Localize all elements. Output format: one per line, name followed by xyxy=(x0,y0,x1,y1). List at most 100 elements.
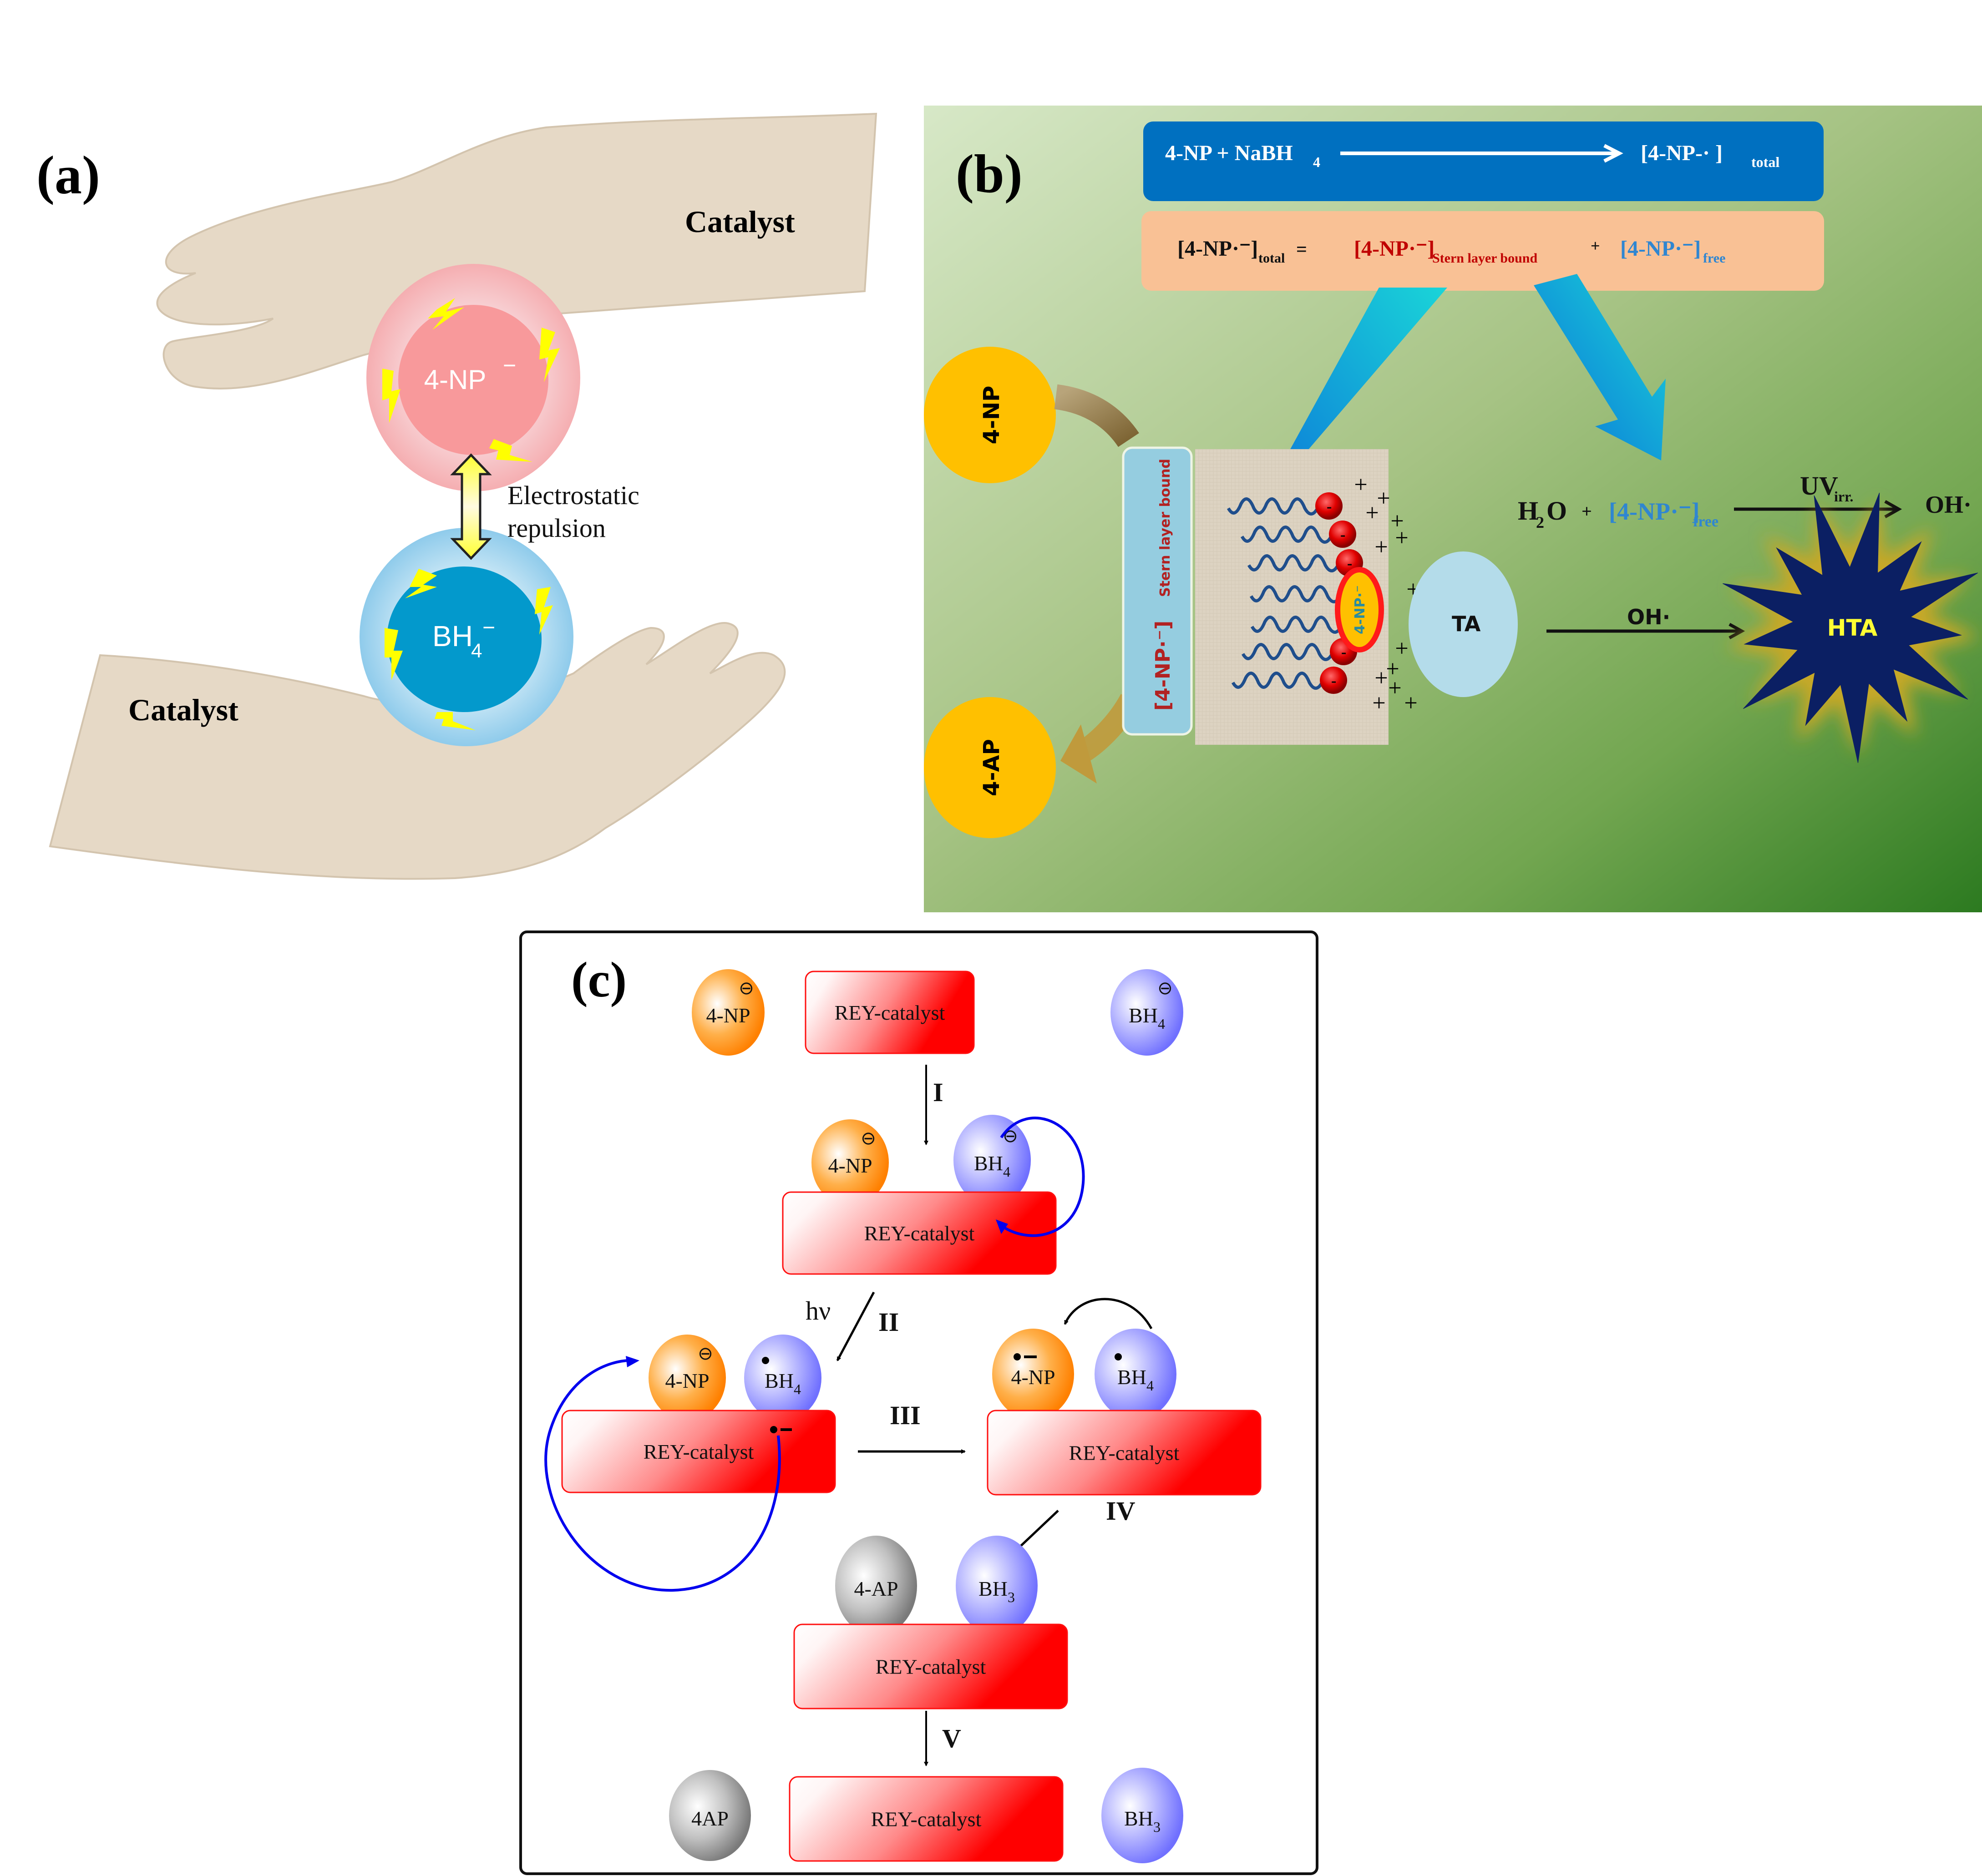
svg-text:Stern layer bound: Stern layer bound xyxy=(1432,251,1537,266)
surfactant-head xyxy=(1320,667,1347,694)
negative-charge: - xyxy=(1331,673,1336,689)
negative-charge: - xyxy=(1340,526,1345,543)
panel-a: (a) Catalyst Catalyst 4-NP − BH 4 − Elec… xyxy=(36,112,877,880)
lightning-icon xyxy=(385,628,403,680)
bound-anion-ellipse: 4-NP·⁻ xyxy=(1335,567,1384,652)
surfactant-tail xyxy=(1231,672,1324,690)
svg-text:=: = xyxy=(1296,239,1307,260)
stern-layer-box xyxy=(1122,446,1193,736)
negative-charge-icon: ⊖ xyxy=(698,1343,713,1364)
blue-arrowhead xyxy=(626,1356,639,1367)
positive-charge: + xyxy=(1404,690,1417,716)
svg-text:4-NP: 4-NP xyxy=(1011,1365,1055,1389)
free-term-reaction2: [4-NP·⁻] xyxy=(1609,498,1699,525)
lightning-icon xyxy=(539,328,560,382)
catalyst-label: REY-catalyst xyxy=(835,1001,945,1024)
positive-charge: + xyxy=(1374,534,1388,560)
reaction1-arrow xyxy=(1340,144,1623,163)
ball-4np-adsorbed: 4-NP⊖ xyxy=(811,1119,889,1206)
ball-bh3-adsorbed: BH3 xyxy=(956,1536,1038,1636)
catalyst-label-top: Catalyst xyxy=(685,204,795,239)
surfactant-tail xyxy=(1250,616,1343,634)
stern-label-sub: Stern layer bound xyxy=(1157,459,1173,597)
svg-text:4-AP: 4-AP xyxy=(854,1577,898,1600)
svg-text:4: 4 xyxy=(1313,154,1320,170)
positive-charge: + xyxy=(1374,665,1388,691)
svg-text:4: 4 xyxy=(471,640,482,662)
equation-box-peach xyxy=(1141,211,1824,291)
negative-charge: - xyxy=(1347,555,1352,572)
positive-charge: + xyxy=(1354,472,1367,498)
positive-charge: + xyxy=(1390,508,1404,534)
panel-c-frame xyxy=(519,930,1318,1875)
reaction-box-blue xyxy=(1143,121,1824,201)
step-I-label: I xyxy=(933,1077,943,1107)
arc-4np-to-stern xyxy=(1054,384,1139,447)
svg-text:[4-NP·⁻]: [4-NP·⁻] xyxy=(1177,237,1258,261)
step-II-label: II xyxy=(878,1307,899,1337)
svg-text:4AP: 4AP xyxy=(691,1807,729,1830)
negative-charge: - xyxy=(1327,498,1332,515)
negative-charge-icon: ⊖ xyxy=(861,1128,876,1148)
upper-hand xyxy=(156,112,877,389)
negative-charge: - xyxy=(1341,644,1346,661)
ball-bh3-released: BH3 xyxy=(1101,1768,1183,1863)
reaction1-product: [4-NP-· ] xyxy=(1641,141,1723,165)
surfactant-tail xyxy=(1240,526,1333,544)
lightning-icon xyxy=(435,712,476,730)
svg-text:TA: TA xyxy=(1452,612,1481,636)
svg-text:−: − xyxy=(482,616,495,640)
catalyst-label-bottom: Catalyst xyxy=(128,693,238,727)
positive-charge: + xyxy=(1388,675,1401,701)
radical-dot-icon xyxy=(1115,1353,1122,1360)
blue-arrowhead xyxy=(996,1219,1008,1234)
svg-text:4-NP: 4-NP xyxy=(665,1369,709,1392)
catalyst-label: REY-catalyst xyxy=(1069,1441,1180,1465)
rey-catalyst-step1: REY-catalyst xyxy=(782,1191,1057,1275)
ball-bh4: BH4⊖ xyxy=(1110,969,1183,1056)
lightning-icons xyxy=(382,298,560,730)
panel-c-label: (c) xyxy=(571,952,627,1007)
ball-4np: 4-NP⊖ xyxy=(692,969,765,1056)
free-term: [4-NP·⁻] xyxy=(1620,237,1701,261)
4np-anion-label: 4-NP xyxy=(424,364,487,395)
positive-charge: + xyxy=(1386,656,1399,682)
surfactant-head xyxy=(1329,521,1356,548)
catalyst-label: REY-catalyst xyxy=(644,1440,754,1463)
negative-charge-icon: ⊖ xyxy=(1003,1126,1018,1146)
positive-charge: + xyxy=(1372,690,1385,716)
ball-4ap-adsorbed: 4-AP xyxy=(835,1536,917,1636)
arc-arrowhead xyxy=(1060,724,1097,784)
step-II-arrow xyxy=(836,1291,875,1361)
electron-transfer-arrow xyxy=(998,1117,1085,1237)
rey-catalyst-step2: REY-catalyst xyxy=(561,1410,836,1493)
step-V-label: V xyxy=(942,1724,961,1753)
positive-charge: + xyxy=(1395,525,1408,551)
svg-text:free: free xyxy=(1693,513,1718,530)
svg-text:O: O xyxy=(1546,496,1567,526)
lightning-icon xyxy=(405,569,437,598)
svg-text:OH·: OH· xyxy=(1627,605,1670,629)
positive-charge: + xyxy=(1377,485,1390,511)
reaction1-reactants: 4-NP + NaBH xyxy=(1165,141,1293,165)
lightning-icon xyxy=(428,298,464,330)
surfactant-tail xyxy=(1241,643,1334,661)
panel-b: (b) 4-NP + NaBH 4 [4-NP-· ] total [4-NP·… xyxy=(924,106,1982,912)
ball-4np-step2: 4-NP ⊖ xyxy=(649,1335,726,1421)
lightning-icon xyxy=(535,587,553,635)
panel-b-label: (b) xyxy=(956,143,1023,204)
svg-text:irr.: irr. xyxy=(1834,488,1853,505)
positive-charge: + xyxy=(1365,500,1379,526)
svg-text:total: total xyxy=(1258,251,1285,266)
negative-charge-icon: ⊖ xyxy=(739,978,754,998)
counter-ions: +++++++++++++++ xyxy=(1354,472,1429,716)
hv-label: hν xyxy=(806,1296,831,1325)
arrow-to-free xyxy=(1534,274,1666,460)
lightning-icon xyxy=(382,369,400,423)
svg-text:HTA: HTA xyxy=(1827,615,1878,641)
rey-catalyst-step4: REY-catalyst xyxy=(793,1623,1068,1709)
bh4-anion-label: BH xyxy=(432,620,473,652)
ta-to-hta-arrow xyxy=(1546,622,1745,640)
4np-anion-sphere: 4-NP − xyxy=(366,264,580,491)
surfactant-tail xyxy=(1227,497,1319,516)
